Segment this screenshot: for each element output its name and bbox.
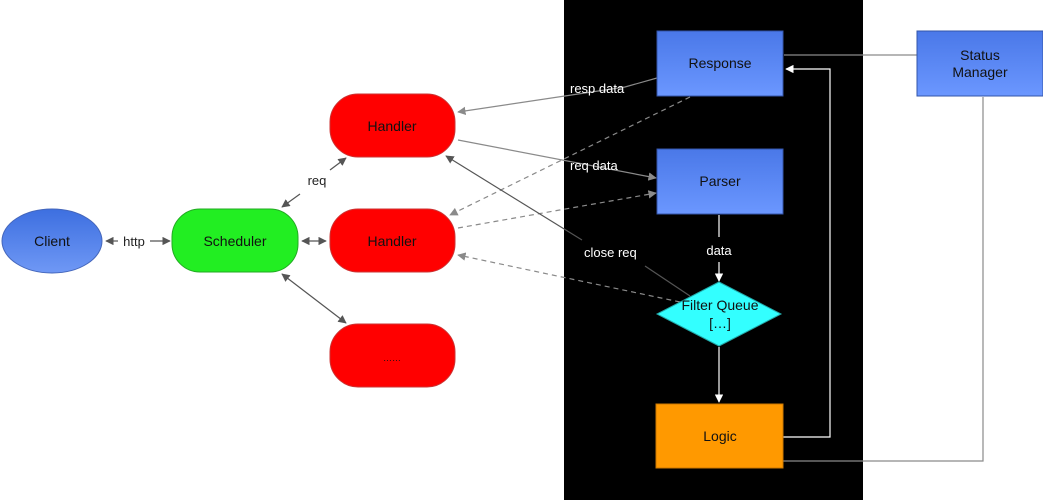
req-label-bg [304, 171, 330, 189]
handler-3-label: …… [383, 353, 401, 363]
handler-node-1[interactable] [329, 93, 456, 158]
status-manager-node[interactable] [916, 30, 1043, 97]
edge-logic-response [783, 64, 831, 438]
http-edge-label: http [123, 234, 145, 249]
client-node[interactable] [1, 208, 103, 274]
edge-scheduler-handler1-b [329, 157, 347, 171]
edge-dashed-filter-handler2 [457, 252, 681, 303]
client-label: Client [34, 233, 70, 249]
edge-close-req-b [445, 155, 583, 241]
scheduler-label: Scheduler [203, 233, 266, 249]
edge-status-logic [783, 97, 984, 462]
http-label-bg [119, 232, 149, 250]
logic-label: Logic [703, 428, 736, 444]
response-node[interactable] [656, 30, 784, 97]
close-req-edge-label: close req [584, 245, 637, 260]
handler-2-label: Handler [367, 233, 416, 249]
data-edge-label: data [706, 243, 732, 258]
edge-dashed-handler2-parser [457, 190, 657, 229]
logic-node[interactable] [655, 403, 784, 469]
parser-node[interactable] [656, 148, 784, 215]
handler-node-3[interactable] [329, 323, 456, 388]
edge-req-data [457, 139, 657, 181]
req-data-edge-label: req data [570, 158, 618, 173]
scheduler-node[interactable] [171, 208, 299, 273]
edge-close-req-a [644, 265, 691, 297]
status-manager-label-line2: Manager [952, 64, 1008, 80]
edge-scheduler-handler1-a [281, 193, 301, 208]
handler-node-2[interactable] [329, 208, 456, 273]
handler-1-label: Handler [367, 118, 416, 134]
filter-queue-node[interactable] [655, 281, 783, 347]
response-label: Response [688, 55, 751, 71]
filter-queue-label-line2: […] [709, 315, 731, 331]
edge-scheduler-handler3 [281, 273, 347, 324]
status-manager-label-line1: Status [960, 47, 1000, 63]
req-edge-label: req [308, 173, 327, 188]
edge-resp-data [457, 77, 658, 116]
resp-data-edge-label: resp data [570, 81, 625, 96]
filter-queue-label-line1: Filter Queue [681, 297, 758, 313]
parser-label: Parser [699, 173, 741, 189]
